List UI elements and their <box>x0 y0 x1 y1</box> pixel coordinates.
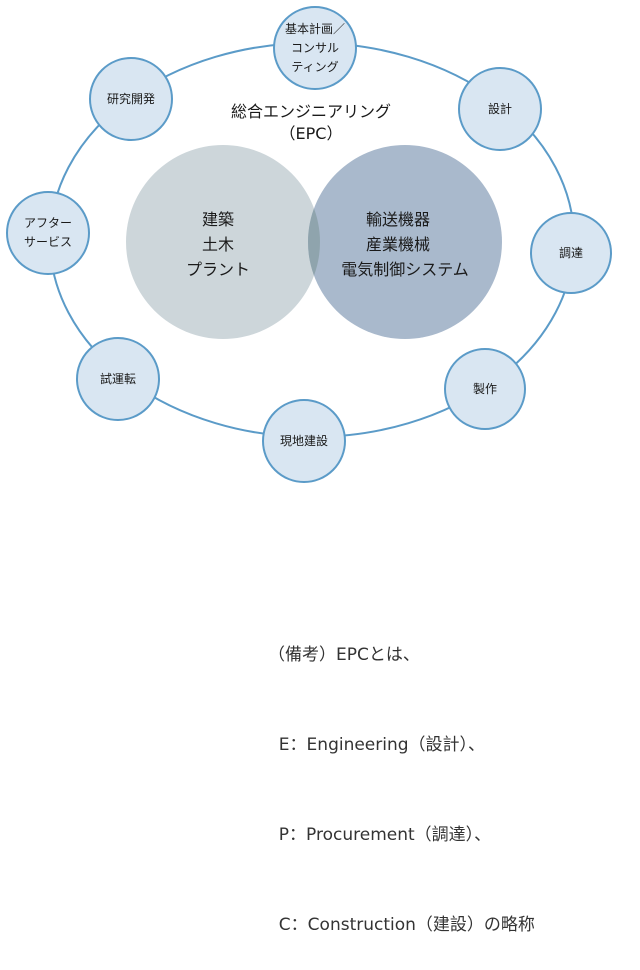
left-circle-line-3: プラント <box>186 260 250 279</box>
node-after-service-label-1: アフター <box>24 216 72 230</box>
node-basic-planning-label-2: コンサル <box>291 41 339 55</box>
remarks-line-2: E：Engineering（設計）、 <box>268 735 486 755</box>
venn-right-circle <box>308 145 502 339</box>
center-title-line-2: （EPC） <box>280 124 343 143</box>
remarks-line-4: C：Construction（建設）の略称 <box>268 915 535 935</box>
right-circle-line-2: 産業機械 <box>366 235 430 254</box>
node-onsite-construction: 現地建設 <box>262 399 346 483</box>
left-circle-line-2: 土木 <box>202 235 234 254</box>
node-design-label: 設計 <box>488 101 512 116</box>
remarks-note: （備考）EPCとは、 E：Engineering（設計）、 P：Procurem… <box>268 580 640 970</box>
node-rnd-label: 研究開発 <box>107 91 155 106</box>
node-basic-planning: 基本計画／ コンサル ティング <box>273 6 357 90</box>
center-title-line-1: 総合エンジニアリング <box>231 102 391 121</box>
node-manufacturing-label: 製作 <box>473 382 497 396</box>
left-circle-line-1: 建築 <box>202 210 234 229</box>
epc-cycle-diagram: 総合エンジニアリング （EPC） 建築 土木 プラント 輸送機器 産業機械 電気… <box>6 6 612 483</box>
venn-left-circle <box>126 145 320 339</box>
node-procurement-label: 調達 <box>559 246 583 260</box>
remarks-line-3: P：Procurement（調達）、 <box>268 825 492 845</box>
node-trial-operation-label: 試運転 <box>100 371 136 386</box>
node-procurement: 調達 <box>530 212 612 294</box>
node-basic-planning-label-3: ティング <box>291 60 338 74</box>
node-rnd: 研究開発 <box>89 57 173 141</box>
right-circle-line-3: 電気制御システム <box>341 260 469 279</box>
node-trial-operation: 試運転 <box>76 337 160 421</box>
node-onsite-construction-label: 現地建設 <box>280 433 328 448</box>
node-after-service-label-2: サービス <box>24 235 72 249</box>
node-after-service: アフター サービス <box>6 191 90 275</box>
right-circle-line-1: 輸送機器 <box>366 210 430 229</box>
node-design: 設計 <box>458 67 542 151</box>
node-basic-planning-label-1: 基本計画／ <box>285 21 345 36</box>
node-manufacturing: 製作 <box>444 348 526 430</box>
remarks-line-1: （備考）EPCとは、 <box>268 645 420 665</box>
